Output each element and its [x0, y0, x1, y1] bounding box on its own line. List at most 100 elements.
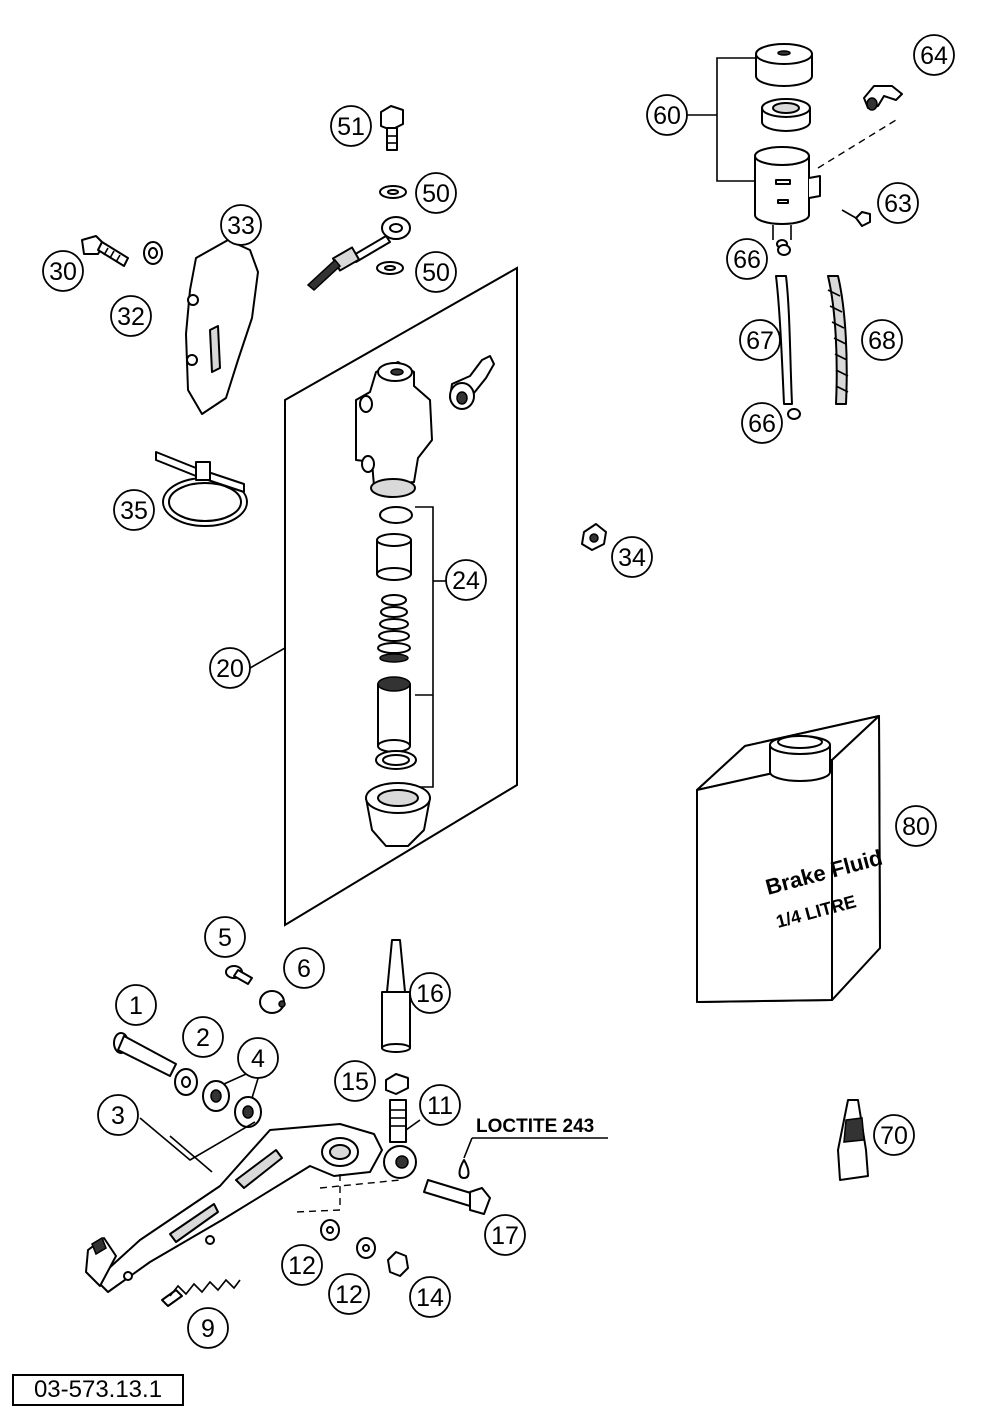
leader-20: [249, 647, 286, 669]
bracket-24: [415, 506, 434, 788]
callout-16: 16: [409, 972, 451, 1014]
part-51-banjo-bolt: [380, 105, 404, 151]
callout-number: 2: [196, 1024, 210, 1052]
callout-9: 9: [187, 1307, 229, 1349]
document-number: 03-573.13.1: [12, 1374, 184, 1406]
reservoir-mount-line: [817, 119, 897, 169]
callout-number: 12: [288, 1252, 316, 1280]
callout-circle: [97, 1094, 139, 1136]
callout-33: 33: [220, 204, 262, 246]
callout-circle: [895, 805, 937, 847]
callout-number: 60: [653, 102, 681, 130]
part-6-spacer: [259, 990, 286, 1014]
callout-80: 80: [895, 805, 937, 847]
callout-circle: [739, 319, 781, 361]
callout-circle: [861, 319, 903, 361]
part-12-washer: [320, 1219, 340, 1241]
reservoir-diaphragm: [761, 98, 811, 132]
callout-number: 14: [416, 1284, 444, 1312]
callout-2: 2: [182, 1016, 224, 1058]
loctite-leader: [463, 1137, 473, 1159]
callout-50: 50: [415, 251, 457, 293]
callout-circle: [415, 251, 457, 293]
callout-50: 50: [415, 172, 457, 214]
callout-number: 1: [129, 992, 143, 1020]
callout-number: 17: [491, 1222, 519, 1250]
callout-circle: [204, 916, 246, 958]
callout-circle: [42, 250, 84, 292]
callout-circle: [877, 182, 919, 224]
loctite-drop: [458, 1159, 470, 1179]
callout-64: 64: [913, 34, 955, 76]
brake-hose-banjo: [306, 216, 411, 291]
callout-number: 4: [251, 1045, 265, 1073]
callout-30: 30: [42, 250, 84, 292]
callout-number: 80: [902, 813, 930, 841]
part-67-hose: [775, 275, 793, 405]
callout-circle: [283, 947, 325, 989]
callout-51: 51: [330, 105, 372, 147]
callout-60: 60: [646, 94, 688, 136]
part-11-pushrod: [383, 1099, 417, 1179]
callout-12: 12: [328, 1273, 370, 1315]
part-64-clamp: [863, 85, 903, 111]
bracket-60: [716, 57, 755, 182]
part-15-nut: [385, 1073, 409, 1095]
callout-5: 5: [204, 916, 246, 958]
part-35-cable-tie: [155, 451, 248, 527]
piston: [377, 676, 411, 753]
part-66-clamp-upper: [777, 244, 791, 256]
part-9-spring: [161, 1278, 241, 1307]
part-12-washer-2: [356, 1237, 376, 1259]
callout-70: 70: [873, 1114, 915, 1156]
sleeve: [376, 533, 412, 581]
callout-34: 34: [611, 536, 653, 578]
callout-number: 68: [868, 327, 896, 355]
spring: [377, 594, 411, 663]
callout-circle: [445, 559, 487, 601]
callout-number: 5: [218, 924, 232, 952]
callout-circle: [873, 1114, 915, 1156]
callout-67: 67: [739, 319, 781, 361]
loctite-label: LOCTITE 243: [476, 1116, 594, 1137]
reservoir-body: [754, 146, 821, 249]
part-3-brake-pedal: [85, 1123, 383, 1293]
callout-number: 33: [227, 212, 255, 240]
callout-number: 70: [880, 1122, 908, 1150]
assembly-20-frame: [284, 266, 518, 927]
elbow-connector: [449, 355, 495, 410]
callout-number: 34: [618, 544, 646, 572]
callout-number: 20: [216, 655, 244, 683]
master-cylinder-body: [355, 361, 433, 498]
callout-circle: [113, 489, 155, 531]
callout-6: 6: [283, 947, 325, 989]
callout-circle: [741, 402, 783, 444]
leader-3b: [169, 1135, 213, 1173]
callout-number: 64: [920, 42, 948, 70]
callout-circle: [115, 984, 157, 1026]
part-2-washer: [174, 1068, 198, 1096]
callout-number: 16: [416, 980, 444, 1008]
part-14-nut: [387, 1251, 409, 1277]
callout-32: 32: [110, 295, 152, 337]
callout-number: 66: [733, 246, 761, 274]
part-50-washer-upper: [379, 185, 407, 199]
callout-20: 20: [209, 647, 251, 689]
callout-number: 51: [337, 113, 365, 141]
callout-number: 35: [120, 497, 148, 525]
callout-number: 11: [427, 1092, 453, 1120]
callout-circle: [611, 536, 653, 578]
callout-66: 66: [726, 238, 768, 280]
callout-4: 4: [237, 1037, 279, 1079]
callout-number: 63: [884, 190, 912, 218]
callout-circle: [330, 105, 372, 147]
callout-1: 1: [115, 984, 157, 1026]
callout-circle: [334, 1060, 376, 1102]
callout-11: 11: [419, 1084, 461, 1126]
callout-14: 14: [409, 1276, 451, 1318]
callout-circle: [328, 1273, 370, 1315]
callout-number: 3: [111, 1102, 125, 1130]
callout-circle: [419, 1084, 461, 1126]
callout-circle: [409, 972, 451, 1014]
